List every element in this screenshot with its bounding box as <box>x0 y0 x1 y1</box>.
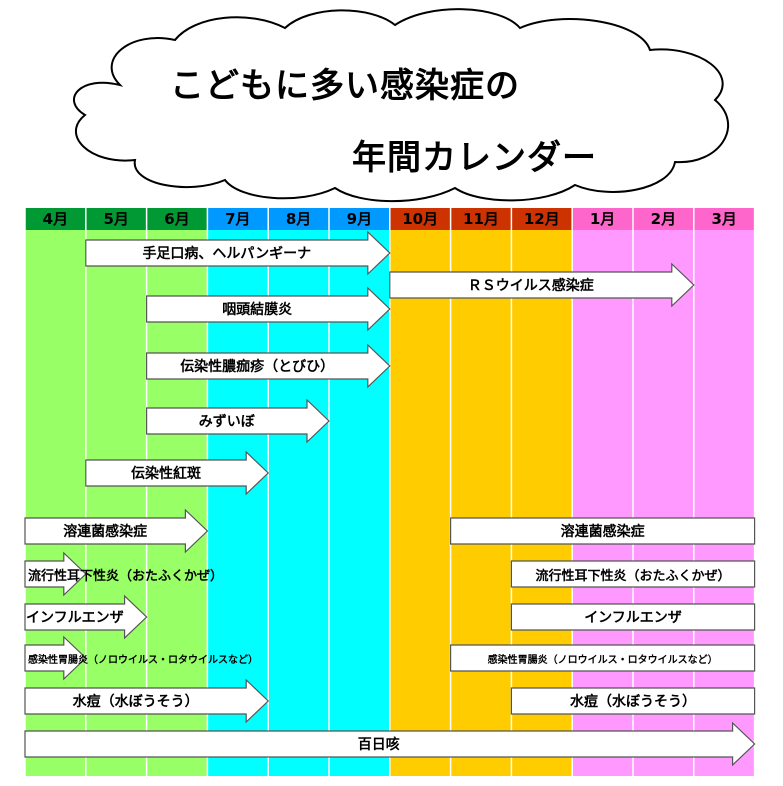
month-label: 8月 <box>285 210 312 228</box>
month-label: 7月 <box>225 210 251 228</box>
month-column <box>572 208 633 776</box>
disease-label: 溶連菌感染症 <box>63 524 148 541</box>
disease-bar <box>510 687 756 715</box>
month-label: 12月 <box>523 210 560 228</box>
month-header-cell <box>207 208 269 230</box>
month-label: 5月 <box>103 210 129 228</box>
month-header-cell <box>85 208 147 230</box>
disease-arrow <box>146 343 391 389</box>
disease-bar <box>510 603 756 631</box>
disease-arrow <box>24 551 87 597</box>
month-header-cell <box>25 208 86 230</box>
disease-arrow <box>24 678 270 724</box>
month-label: 4月 <box>42 210 69 228</box>
disease-label: みずいぼ <box>198 414 255 431</box>
month-header-cell <box>268 208 329 230</box>
disease-label: ＲＳウイルス感染症 <box>467 278 594 295</box>
month-header-cell <box>633 208 694 230</box>
disease-bar <box>510 560 756 588</box>
month-column <box>25 208 86 776</box>
month-label: 2月 <box>650 210 677 228</box>
month-header-cell <box>146 208 208 230</box>
month-header-cell <box>572 208 633 230</box>
disease-label: 伝染性紅斑 <box>130 466 201 483</box>
month-column <box>329 208 390 776</box>
disease-arrow <box>85 230 391 276</box>
month-label: 11月 <box>463 210 499 228</box>
disease-label: 伝染性膿痂疹（とびひ） <box>180 359 335 376</box>
disease-label: 流行性耳下性炎（おたふくかぜ） <box>535 568 731 584</box>
disease-arrow <box>146 286 391 332</box>
disease-label: 水痘（水ぼうそう） <box>569 694 696 711</box>
disease-label: インフルエンザ <box>584 610 682 627</box>
disease-arrow <box>146 398 330 444</box>
month-column <box>389 208 451 776</box>
month-label: 6月 <box>164 210 190 228</box>
month-column <box>85 208 147 776</box>
disease-label: 水痘（水ぼうそう） <box>72 694 199 711</box>
month-label: 10月 <box>402 210 439 228</box>
month-column <box>511 208 573 776</box>
month-header-cell <box>450 208 512 230</box>
month-column <box>633 208 694 776</box>
month-header-cell <box>511 208 573 230</box>
disease-arrow <box>389 262 695 308</box>
disease-label: インフルエンザ <box>26 610 124 627</box>
title-line1: こどもに多い感染症の <box>170 66 520 106</box>
disease-label: 感染性胃腸炎（ノロウイルス・ロタウイルスなど） <box>487 655 718 666</box>
disease-bar <box>450 517 756 545</box>
month-header-cell <box>329 208 390 230</box>
disease-arrow <box>24 721 756 767</box>
month-label: 9月 <box>346 210 373 228</box>
disease-arrow <box>24 635 87 681</box>
disease-label: 流行性耳下性炎（おたふくかぜ） <box>28 568 224 584</box>
disease-label: 百日咳 <box>357 737 400 754</box>
disease-arrow <box>24 508 209 554</box>
disease-bar <box>450 644 756 672</box>
month-header-cell <box>389 208 451 230</box>
disease-arrow <box>24 594 148 640</box>
disease-label: 溶連菌感染症 <box>560 524 645 541</box>
month-column <box>693 208 755 776</box>
month-label: 3月 <box>711 210 737 228</box>
month-header-cell <box>693 208 755 230</box>
disease-label: 感染性胃腸炎（ノロウイルス・ロタウイルスなど） <box>28 655 258 666</box>
month-column <box>450 208 512 776</box>
title-cloud <box>73 8 729 203</box>
disease-label: 手足口病、ヘルパンギーナ <box>142 246 312 263</box>
disease-arrow <box>85 450 270 496</box>
month-label: 1月 <box>589 210 616 228</box>
title-line2: 年間カレンダー <box>352 138 597 178</box>
disease-label: 咽頭結膜炎 <box>222 302 293 319</box>
month-column <box>268 208 329 776</box>
